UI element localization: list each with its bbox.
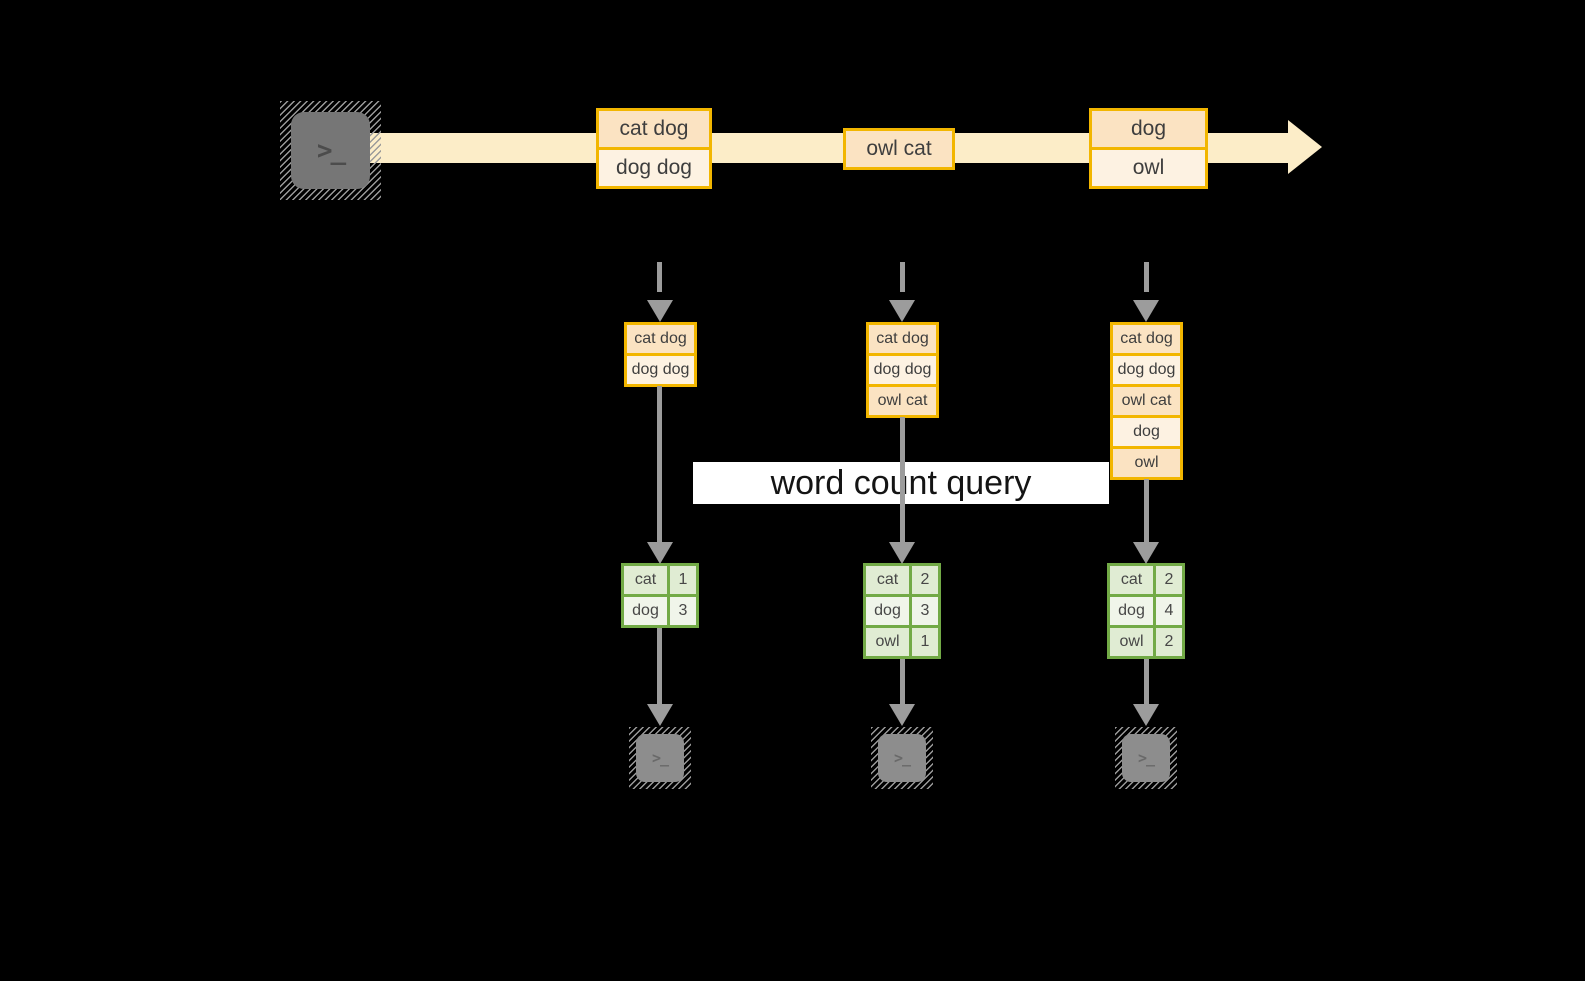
dashed-arrow-icon <box>657 262 662 292</box>
output-terminal-icon: >_ <box>629 727 691 789</box>
stream-event-row: dog dog <box>599 150 709 186</box>
count-value-cell: 1 <box>670 566 696 594</box>
arrowhead-icon <box>1133 300 1159 322</box>
buffer-row: owl <box>1113 449 1180 477</box>
count-word-cell: cat <box>624 566 667 594</box>
count-word-cell: cat <box>866 566 909 594</box>
count-table-3: cat 2 dog 4 owl 2 <box>1107 563 1185 659</box>
count-value-cell: 3 <box>670 597 696 625</box>
terminal-prompt-icon: >_ <box>636 734 684 782</box>
arrowhead-icon <box>1133 542 1159 564</box>
arrowhead-icon <box>647 542 673 564</box>
count-word-cell: cat <box>1110 566 1153 594</box>
buffer-row: dog dog <box>869 356 936 384</box>
count-value-cell: 2 <box>1156 566 1182 594</box>
count-word-cell: owl <box>1110 628 1153 656</box>
arrow-line <box>1144 479 1149 544</box>
count-table-1: cat 1 dog 3 <box>621 563 699 628</box>
count-value-cell: 3 <box>912 597 938 625</box>
buffer-row: dog dog <box>1113 356 1180 384</box>
stream-event-row: owl <box>1092 150 1205 186</box>
record-buffer-1: cat dog dog dog <box>624 322 697 387</box>
stream-event-box-1: cat dog dog dog <box>596 108 712 189</box>
record-buffer-3: cat dog dog dog owl cat dog owl <box>1110 322 1183 480</box>
buffer-row: owl cat <box>1113 387 1180 415</box>
dashed-arrow-icon <box>1144 262 1149 292</box>
buffer-row: dog dog <box>627 356 694 384</box>
count-word-cell: dog <box>1110 597 1153 625</box>
arrowhead-icon <box>889 542 915 564</box>
count-word-cell: owl <box>866 628 909 656</box>
buffer-row: dog <box>1113 418 1180 446</box>
buffer-row: cat dog <box>1113 325 1180 353</box>
arrowhead-icon <box>647 300 673 322</box>
count-table-2: cat 2 dog 3 owl 1 <box>863 563 941 659</box>
count-value-cell: 1 <box>912 628 938 656</box>
arrowhead-icon <box>889 704 915 726</box>
stream-event-row: dog <box>1092 111 1205 147</box>
stream-event-box-2: owl cat <box>843 128 955 170</box>
buffer-row: owl cat <box>869 387 936 415</box>
terminal-prompt-icon: >_ <box>291 112 370 189</box>
count-value-cell: 2 <box>1156 628 1182 656</box>
buffer-row: cat dog <box>627 325 694 353</box>
count-value-cell: 2 <box>912 566 938 594</box>
count-word-cell: dog <box>866 597 909 625</box>
arrow-line <box>900 659 905 706</box>
arrow-line <box>1144 659 1149 706</box>
source-terminal-icon: >_ <box>280 101 381 200</box>
count-word-cell: dog <box>624 597 667 625</box>
output-terminal-icon: >_ <box>871 727 933 789</box>
output-terminal-icon: >_ <box>1115 727 1177 789</box>
arrowhead-icon <box>1133 704 1159 726</box>
buffer-row: cat dog <box>869 325 936 353</box>
arrow-line <box>657 628 662 706</box>
arrowhead-icon <box>647 704 673 726</box>
stream-arrowhead-icon <box>1288 120 1322 174</box>
arrow-line <box>900 417 905 544</box>
stream-event-box-3: dog owl <box>1089 108 1208 189</box>
terminal-prompt-icon: >_ <box>1122 734 1170 782</box>
arrow-line <box>657 386 662 544</box>
terminal-prompt-icon: >_ <box>878 734 926 782</box>
arrowhead-icon <box>889 300 915 322</box>
dashed-arrow-icon <box>900 262 905 292</box>
count-value-cell: 4 <box>1156 597 1182 625</box>
record-buffer-2: cat dog dog dog owl cat <box>866 322 939 418</box>
stream-event-row: owl cat <box>846 131 952 167</box>
stream-event-row: cat dog <box>599 111 709 147</box>
